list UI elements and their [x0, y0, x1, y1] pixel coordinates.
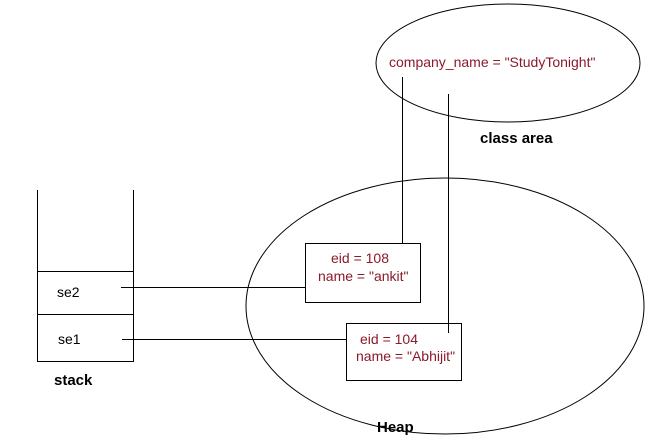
heap-object-1-box: [305, 243, 421, 303]
heap-object-2-name: name = "Abhijit": [356, 348, 455, 364]
heap-ellipse: [245, 177, 645, 435]
heap-object-1-name: name = "ankit": [318, 268, 409, 284]
heap-object-2-box: [346, 323, 462, 381]
class-area-field: company_name = "StudyTonight": [389, 54, 595, 70]
heap-object-1-eid: eid = 108: [331, 250, 389, 266]
class-area-label: class area: [480, 130, 553, 147]
stack-slot-se2: se2: [57, 284, 80, 300]
heap-label: Heap: [377, 419, 414, 436]
stack-label: stack: [54, 372, 93, 389]
class-area-ellipse: [375, 3, 641, 123]
heap-object-2-eid: eid = 104: [360, 331, 418, 347]
stack-slot-se1: se1: [58, 331, 81, 347]
